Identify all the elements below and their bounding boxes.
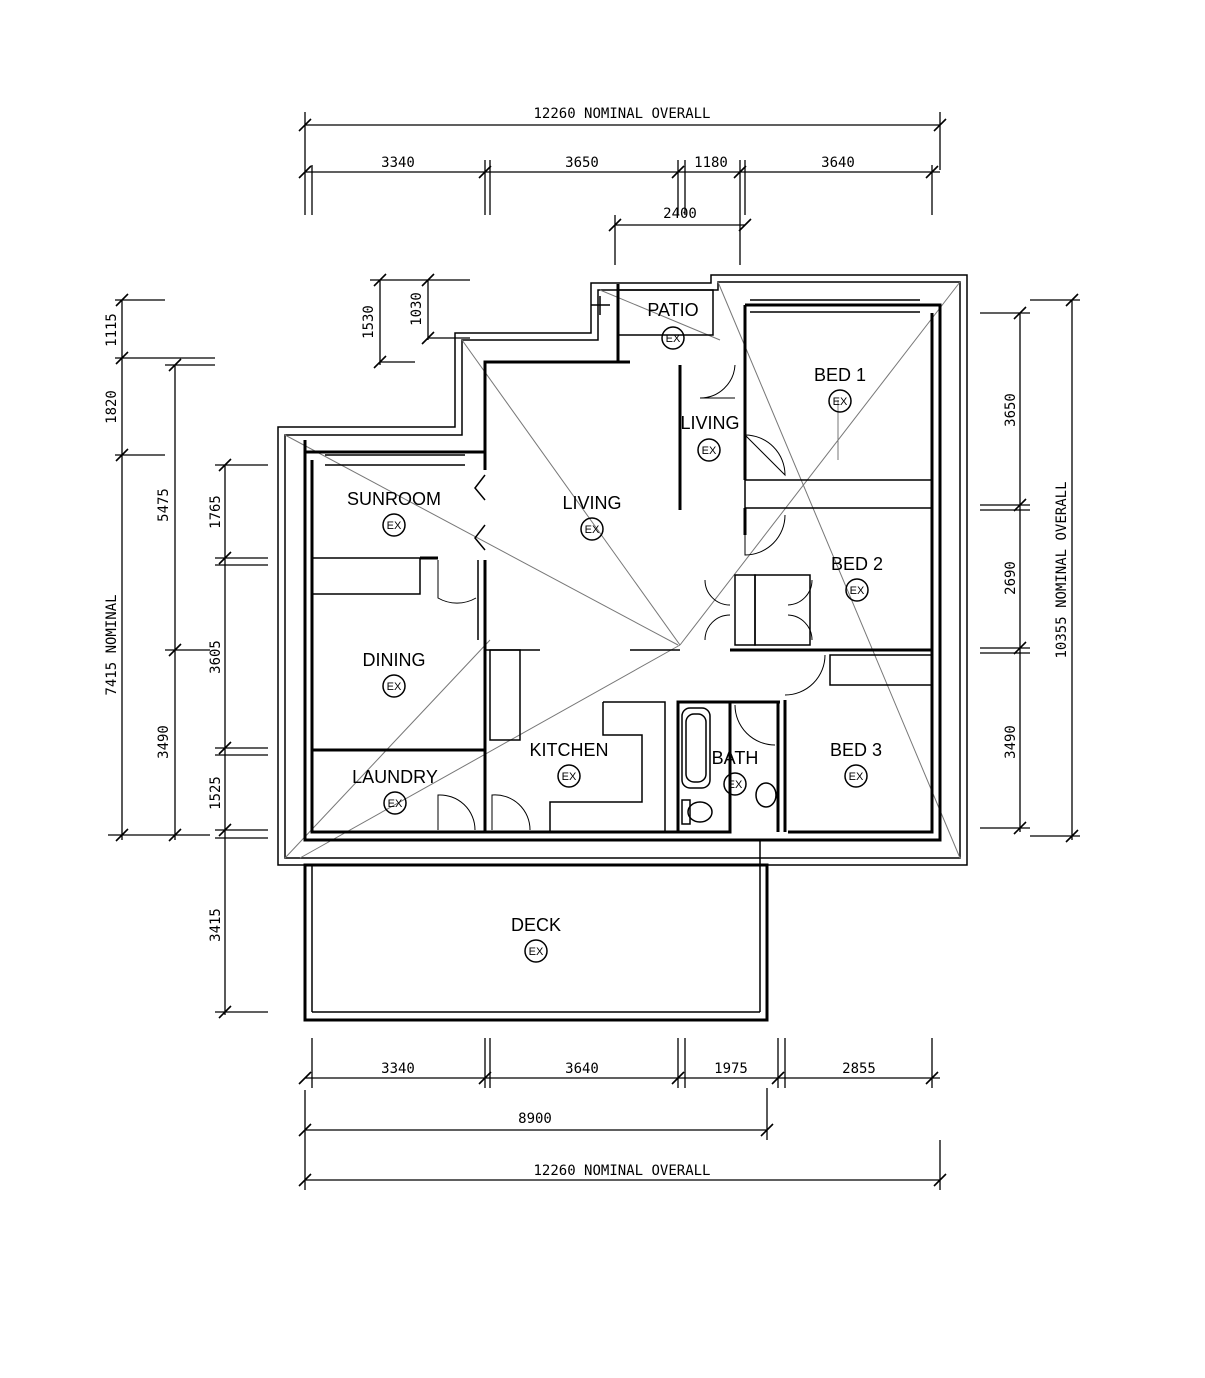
room-laundry: LAUNDRY EX — [352, 767, 438, 815]
ex-tag-circle — [661, 326, 685, 350]
room-labels: PATIO EX BED 1 EX LIVING EX SUNROOM EX L… — [347, 300, 883, 963]
dim-inner-1525: 1525 — [208, 776, 224, 810]
dim-left-5475: 5475 — [156, 488, 172, 522]
room-label: DECK — [511, 915, 561, 935]
room-label: DINING — [363, 650, 426, 670]
room-living: LIVING EX — [562, 493, 622, 541]
ex-tag-circle — [580, 517, 604, 541]
dim-left-1115: 1115 — [104, 313, 120, 347]
ex-tag: EX — [833, 396, 848, 408]
door-swings — [437, 364, 826, 831]
room-bed3: BED 3 EX — [830, 740, 882, 788]
room-label: LAUNDRY — [352, 767, 438, 787]
dim-left-1820: 1820 — [104, 390, 120, 424]
dimension-ticks — [115, 118, 1079, 1187]
room-label: SUNROOM — [347, 489, 441, 509]
ex-tag-circle — [828, 389, 852, 413]
ex-tag: EX — [529, 946, 544, 958]
dimension-lines — [108, 112, 1080, 1190]
dim-top-seg-3: 1180 — [694, 155, 728, 171]
dim-bottom-seg-4: 2855 — [842, 1061, 876, 1077]
dim-bottom-seg-2: 3640 — [565, 1061, 599, 1077]
ex-tag-circle — [557, 764, 581, 788]
room-label: LIVING — [562, 493, 621, 513]
room-label: BED 2 — [831, 554, 883, 574]
room-label: KITCHEN — [529, 740, 608, 760]
dim-top-overall: 12260 NOMINAL OVERALL — [533, 106, 710, 122]
dim-top-seg-1: 3340 — [381, 155, 415, 171]
ex-tag: EX — [850, 585, 865, 597]
dim-inner-1765: 1765 — [208, 495, 224, 529]
dim-patio-1030: 1030 — [409, 292, 425, 326]
roof-outline — [277, 274, 968, 866]
ex-tag: EX — [702, 445, 717, 457]
ex-tag-circle — [697, 438, 721, 462]
ex-tag-circle — [845, 578, 869, 602]
ex-tag-circle — [524, 939, 548, 963]
dim-bottom-seg-1: 3340 — [381, 1061, 415, 1077]
dim-top-seg-4: 3640 — [821, 155, 855, 171]
room-patio: PATIO EX — [647, 300, 699, 350]
dim-right-3490: 3490 — [1003, 725, 1019, 759]
dim-top-2400: 2400 — [663, 206, 697, 222]
room-living-small: LIVING EX — [680, 413, 740, 462]
ex-tag-circle — [383, 791, 407, 815]
dim-right-3650: 3650 — [1003, 393, 1019, 427]
room-label: PATIO — [647, 300, 698, 320]
ex-tag: EX — [387, 520, 402, 532]
ex-tag-circle — [382, 513, 406, 537]
dim-top-seg-2: 3650 — [565, 155, 599, 171]
bath-fixtures — [681, 707, 777, 825]
ex-tag: EX — [388, 798, 403, 810]
dim-bottom-8900: 8900 — [518, 1111, 552, 1127]
ex-tag: EX — [562, 771, 577, 783]
dim-left-3490: 3490 — [156, 725, 172, 759]
room-label: BED 3 — [830, 740, 882, 760]
room-label: LIVING — [680, 413, 739, 433]
dim-right-2690: 2690 — [1003, 561, 1019, 595]
ex-tag-circle — [723, 772, 747, 796]
deck — [303, 840, 769, 1022]
interior-walls — [311, 299, 933, 834]
dim-bottom-overall: 12260 NOMINAL OVERALL — [533, 1163, 710, 1179]
ex-tag: EX — [387, 681, 402, 693]
ex-tag-circle — [382, 674, 406, 698]
room-bed1: BED 1 EX — [814, 365, 866, 413]
room-bed2: BED 2 EX — [831, 554, 883, 602]
patio-block — [591, 284, 714, 362]
dimension-labels: 12260 NOMINAL OVERALL 3340 3650 1180 364… — [104, 106, 1070, 1179]
roof-hip-lines — [284, 281, 961, 859]
room-dining: DINING EX — [363, 650, 426, 698]
room-label: BED 1 — [814, 365, 866, 385]
ex-tag: EX — [666, 333, 681, 345]
room-label: BATH — [712, 748, 759, 768]
dim-right-total: 10355 NOMINAL OVERALL — [1054, 481, 1070, 658]
room-bath: BATH EX — [712, 748, 759, 796]
dim-inner-3605: 3605 — [208, 640, 224, 674]
ex-tag: EX — [728, 779, 743, 791]
room-sunroom: SUNROOM EX — [347, 489, 441, 537]
dim-inner-3415: 3415 — [208, 908, 224, 942]
ex-tag-circle — [844, 764, 868, 788]
ex-tag: EX — [849, 771, 864, 783]
room-deck: DECK EX — [511, 915, 561, 963]
dim-bottom-seg-3: 1975 — [714, 1061, 748, 1077]
ex-tag: EX — [585, 524, 600, 536]
room-kitchen: KITCHEN EX — [529, 740, 609, 788]
dim-left-total: 7415 NOMINAL — [104, 594, 120, 695]
dim-patio-1530: 1530 — [361, 305, 377, 339]
